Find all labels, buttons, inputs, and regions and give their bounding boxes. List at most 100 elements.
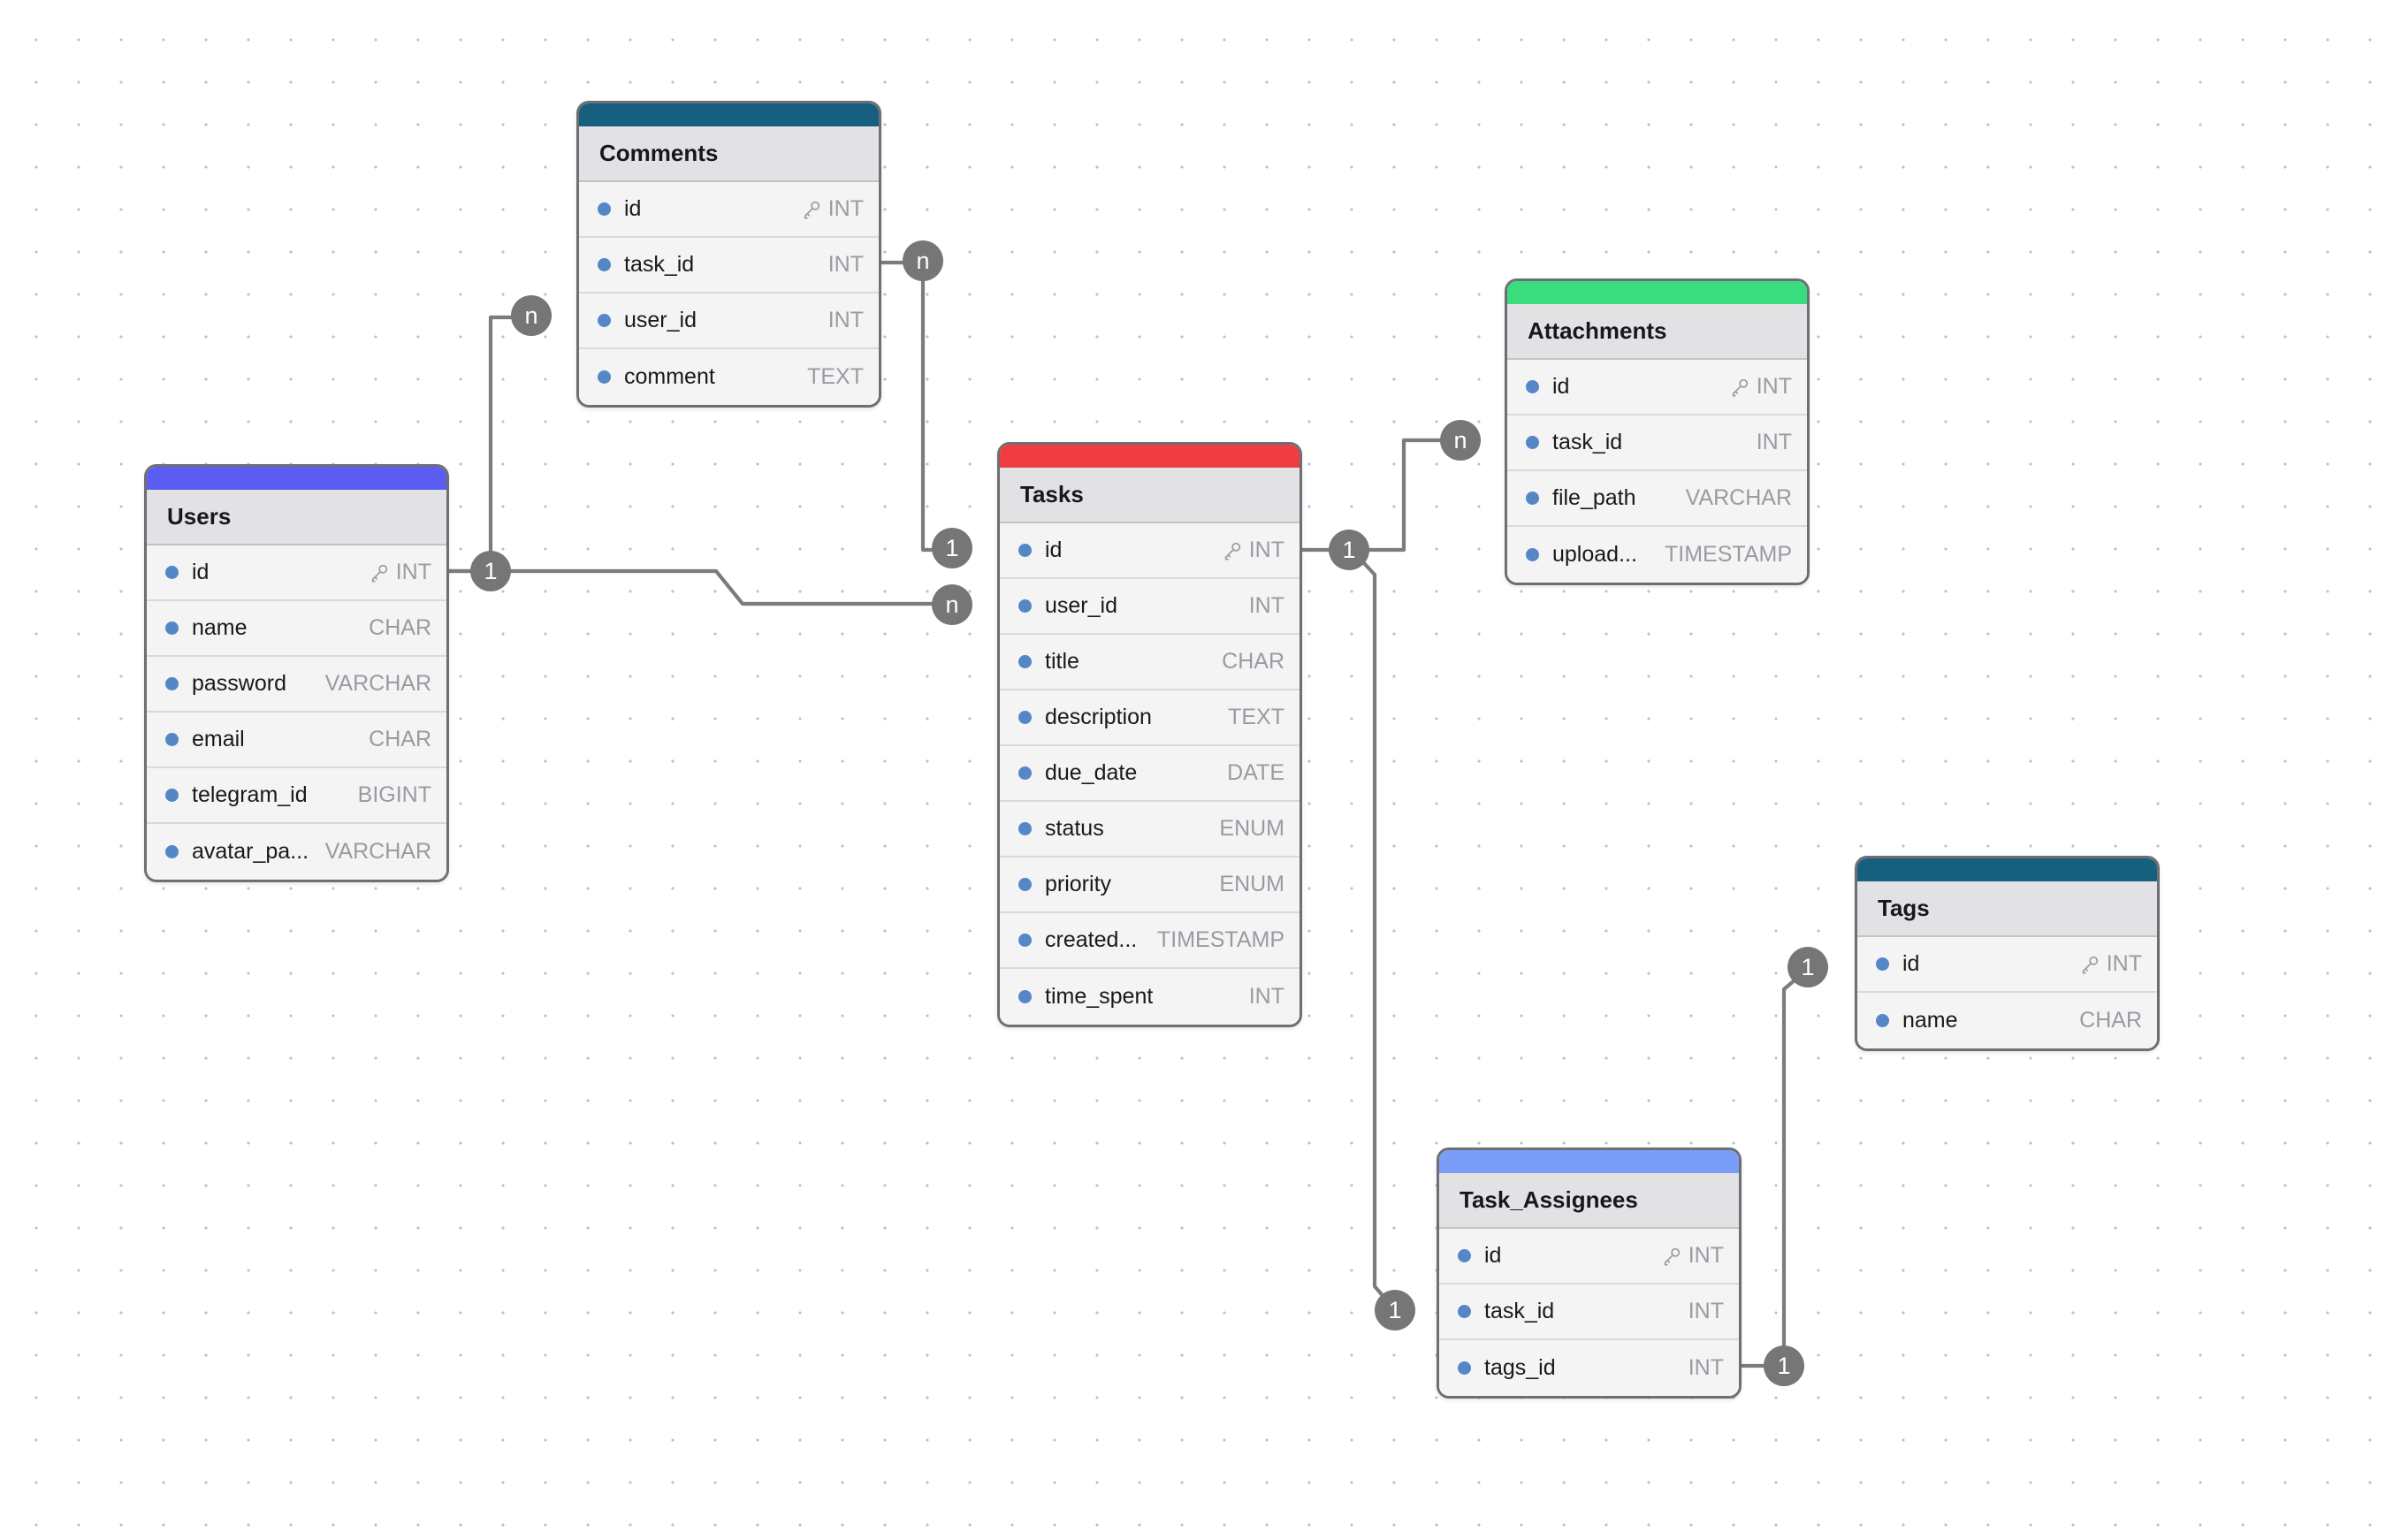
cardinality-badge-tasks-user-id[interactable]: n — [932, 584, 972, 625]
cardinality-badge-assignees-tags-id[interactable]: 1 — [1764, 1346, 1804, 1386]
field-row[interactable]: password VARCHAR — [147, 657, 446, 713]
field-bullet-icon — [165, 621, 179, 635]
cardinality-badge-tasks-id-left[interactable]: 1 — [932, 528, 972, 568]
table-title[interactable]: Tasks — [1000, 468, 1300, 523]
table-title[interactable]: Comments — [579, 126, 879, 182]
field-bullet-icon — [1018, 766, 1032, 780]
field-name: task_id — [1552, 430, 1623, 454]
field-meta: CHAR — [2070, 1008, 2142, 1033]
cardinality-badge-comments-user-id[interactable]: n — [511, 295, 552, 336]
field-meta: TIMESTAMP — [1656, 542, 1792, 568]
relationship-edge[interactable] — [881, 260, 956, 553]
field-type: CHAR — [2079, 1008, 2142, 1033]
table-title[interactable]: Task_Assignees — [1439, 1173, 1739, 1229]
field-name: user_id — [624, 308, 697, 332]
field-name: priority — [1045, 872, 1112, 896]
field-type: INT — [1688, 1243, 1724, 1268]
field-type: TIMESTAMP — [1157, 927, 1284, 952]
field-bullet-icon — [1876, 1014, 1889, 1027]
field-meta: DATE — [1218, 760, 1284, 786]
field-meta: INT — [792, 196, 864, 222]
cardinality-badge-comments-task-id[interactable]: n — [903, 240, 943, 281]
field-bullet-icon — [1458, 1305, 1471, 1318]
field-meta: INT — [2070, 951, 2142, 977]
relationship-edge[interactable] — [449, 568, 950, 606]
relationship-edge[interactable] — [1302, 438, 1463, 553]
field-type: VARCHAR — [324, 671, 431, 696]
field-row[interactable]: id INT — [579, 182, 879, 238]
cardinality-badge-attachments-task-id[interactable]: n — [1440, 420, 1481, 461]
table-accent-bar — [1507, 281, 1807, 304]
field-name: task_id — [624, 252, 695, 277]
field-name: due_date — [1045, 760, 1138, 785]
field-name: password — [192, 671, 286, 696]
field-row[interactable]: avatar_pa...VARCHAR — [147, 824, 446, 880]
table-accent-bar — [1857, 858, 2157, 881]
cardinality-badge-tasks-id-right[interactable]: 1 — [1329, 530, 1369, 570]
field-name: telegram_id — [192, 782, 308, 807]
field-type: BIGINT — [357, 782, 431, 807]
field-row[interactable]: created...TIMESTAMP — [1000, 913, 1300, 969]
relationship-edge[interactable] — [1742, 967, 1810, 1368]
field-bullet-icon — [1018, 934, 1032, 947]
field-name: id — [1484, 1243, 1502, 1268]
field-bullet-icon — [1018, 599, 1032, 613]
field-row[interactable]: user_id INT — [579, 294, 879, 349]
field-row[interactable]: telegram_id BIGINT — [147, 768, 446, 824]
field-row[interactable]: due_date DATE — [1000, 746, 1300, 802]
relationship-edge[interactable] — [449, 315, 531, 574]
cardinality-badge-users-id[interactable]: 1 — [470, 551, 511, 591]
field-type: TIMESTAMP — [1665, 542, 1792, 567]
table-title[interactable]: Attachments — [1507, 304, 1807, 360]
field-row[interactable]: id INT — [1439, 1229, 1739, 1285]
primary-key-icon — [2082, 956, 2098, 973]
table-accent-bar — [1000, 445, 1300, 468]
field-meta: VARCHAR — [316, 839, 431, 865]
cardinality-badge-assignees-task-id[interactable]: 1 — [1375, 1290, 1415, 1330]
field-bullet-icon — [165, 789, 179, 802]
field-row[interactable]: upload...TIMESTAMP — [1507, 527, 1807, 583]
field-type: INT — [827, 196, 864, 221]
field-type: ENUM — [1219, 816, 1284, 841]
table-title[interactable]: Users — [147, 490, 446, 545]
cardinality-badge-tags-id[interactable]: 1 — [1787, 947, 1828, 987]
field-meta: INT — [1240, 984, 1284, 1010]
field-bullet-icon — [1018, 544, 1032, 557]
field-bullet-icon — [165, 566, 179, 579]
field-name: id — [624, 196, 642, 221]
field-bullet-icon — [1526, 436, 1539, 449]
field-type: INT — [1248, 537, 1284, 562]
field-meta: INT — [1680, 1299, 1724, 1324]
field-bullet-icon — [165, 733, 179, 746]
field-type: INT — [827, 308, 864, 332]
field-meta: BIGINT — [349, 782, 431, 808]
table-title[interactable]: Tags — [1857, 881, 2157, 937]
relationship-edge[interactable] — [1350, 548, 1397, 1312]
